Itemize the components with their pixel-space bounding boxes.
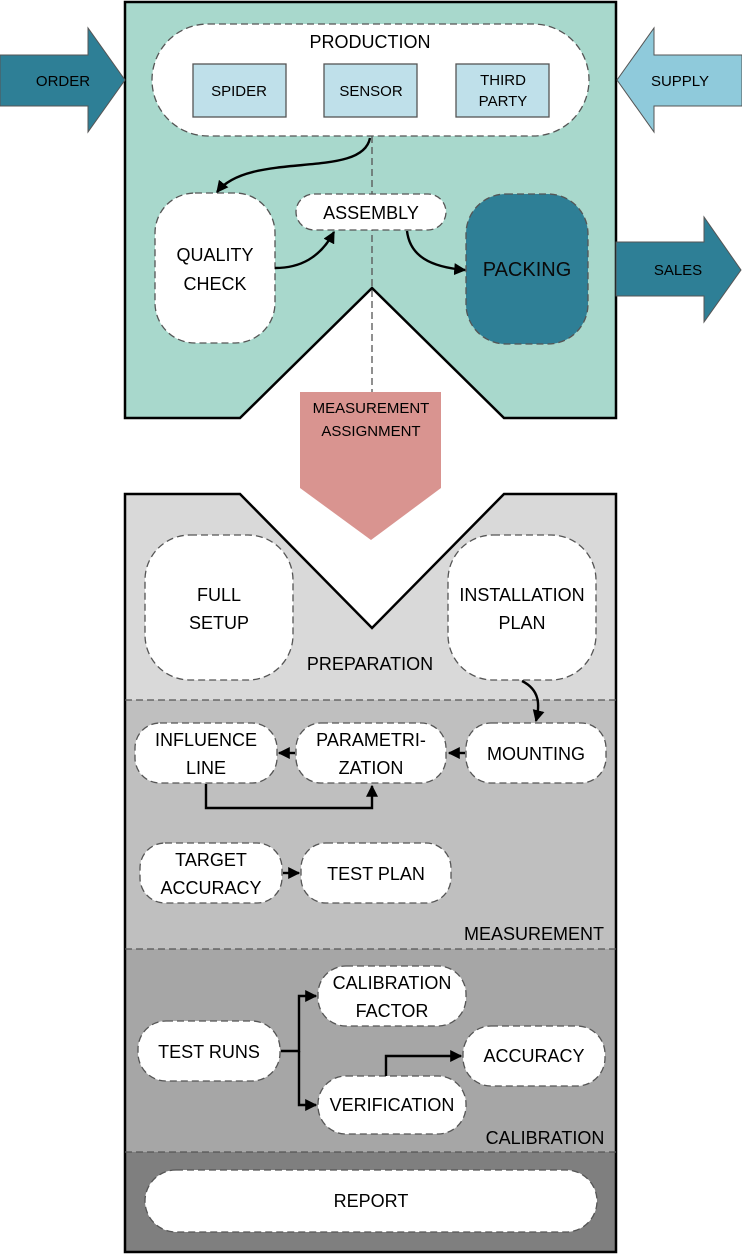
- plan-to-mounting-arrow: [521, 679, 545, 723]
- third-party-label-line1: THIRD: [480, 72, 526, 89]
- test-plan-label: TEST PLAN: [327, 864, 425, 884]
- test-plan-node: [300, 842, 452, 904]
- target-accuracy-node: [139, 842, 283, 904]
- quality-check-label-line2: CHECK: [183, 274, 246, 294]
- spider-label: SPIDER: [211, 83, 267, 100]
- assembly-node: [295, 193, 447, 231]
- measurement-assignment-label-line2: ASSIGNMENT: [321, 423, 420, 440]
- sensor-label: SENSOR: [339, 83, 403, 100]
- full-setup-label-line1: FULL: [197, 585, 241, 605]
- spider-box: [192, 63, 287, 118]
- accuracy-node: [462, 1025, 606, 1087]
- influence-line-node: [134, 722, 278, 784]
- parametrization-label-line1: PARAMETRI-: [316, 730, 426, 750]
- test-runs-node: [137, 1020, 281, 1082]
- calibration-label: CALIBRATION: [486, 1128, 605, 1148]
- quality-to-assembly-arrow: [274, 230, 336, 270]
- production-to-quality-arrow: [216, 137, 372, 193]
- third-party-label-line2: PARTY: [479, 93, 528, 110]
- target-accuracy-label-line2: ACCURACY: [160, 878, 261, 898]
- parametrization-node: [295, 722, 447, 784]
- sales-label: SALES: [654, 262, 702, 279]
- influence-to-parametrization-arrow: [204, 784, 378, 810]
- influence-line-label-line1: INFLUENCE: [155, 730, 257, 750]
- measurement-assignment-label-line1: MEASUREMENT: [313, 400, 430, 417]
- test-runs-to-calibration-factor-arrow: [281, 990, 318, 1053]
- quality-check-node: [154, 192, 276, 344]
- influence-line-label-line2: LINE: [186, 758, 226, 778]
- measurement-label: MEASUREMENT: [464, 924, 604, 944]
- packing-label: PACKING: [483, 259, 572, 281]
- sales-arrow: [615, 215, 742, 324]
- calibration-factor-label-line1: CALIBRATION: [333, 973, 452, 993]
- third-party-box: [455, 63, 550, 118]
- mounting-label: MOUNTING: [487, 744, 585, 764]
- target-accuracy-label-line1: TARGET: [175, 850, 247, 870]
- production-label: PRODUCTION: [310, 32, 431, 52]
- assembly-label: ASSEMBLY: [323, 203, 419, 223]
- mounting-node: [465, 722, 607, 784]
- supply-arrow: [616, 26, 742, 134]
- parametrization-label-line2: ZATION: [339, 758, 404, 778]
- installation-plan-node: [447, 534, 597, 681]
- test-runs-to-verification-arrow: [297, 1051, 318, 1111]
- calibration-factor-node: [317, 965, 467, 1027]
- full-setup-node: [144, 534, 294, 681]
- report-node: [144, 1169, 598, 1233]
- preparation-label: PREPARATION: [307, 654, 433, 674]
- verification-to-accuracy-arrow: [384, 1050, 463, 1076]
- quality-check-label-line1: QUALITY: [176, 245, 253, 265]
- installation-plan-label-line2: PLAN: [498, 613, 545, 633]
- assembly-to-packing-arrow: [405, 230, 467, 276]
- accuracy-label: ACCURACY: [483, 1046, 584, 1066]
- measurement-assignment-arrow: [300, 392, 441, 540]
- sensor-box: [323, 63, 418, 118]
- supply-label: SUPPLY: [651, 73, 709, 90]
- order-label: ORDER: [36, 73, 90, 90]
- full-setup-label-line2: SETUP: [189, 613, 249, 633]
- verification-node: [317, 1075, 467, 1135]
- order-arrow: [0, 26, 126, 134]
- test-runs-label: TEST RUNS: [158, 1042, 260, 1062]
- verification-label: VERIFICATION: [330, 1095, 455, 1115]
- installation-plan-label-line1: INSTALLATION: [459, 585, 584, 605]
- calibration-factor-label-line2: FACTOR: [356, 1001, 429, 1021]
- report-label: REPORT: [334, 1191, 409, 1211]
- lower-block-outline: [123, 492, 618, 1254]
